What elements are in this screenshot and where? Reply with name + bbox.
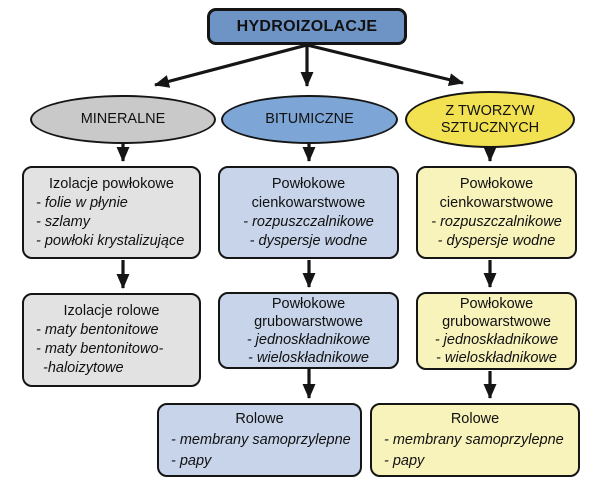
box-item: - rozpuszczalnikowe (243, 213, 374, 230)
box-title: Izolacje powłokowe (49, 175, 174, 192)
box-item: - dyspersje wodne (249, 232, 368, 249)
box-izolacje-powlokowe: Izolacje powłokowe - folie w płynie - sz… (22, 166, 201, 259)
box-item: - folie w płynie (36, 194, 128, 211)
box-item: - papy (384, 452, 425, 469)
root-label: HYDROIZOLACJE (236, 17, 378, 35)
box-title: Rolowe (450, 410, 500, 427)
branch-ellipse-z-tworzyw-sztucznych: Z TWORZYW SZTUCZNYCH (405, 91, 575, 148)
box-tworzywa-cienkowarstwowe: Powłokowe cienkowarstwowe - rozpuszczaln… (416, 166, 577, 259)
box-title: Powłokowe grubowarstwowe (442, 296, 551, 330)
box-title: Izolacje rolowe (63, 303, 160, 319)
box-item: - powłoki krystalizujące (36, 232, 185, 249)
box-item: -haloizytowe (43, 360, 124, 376)
box-item: - szlamy (36, 213, 90, 230)
box-item: - rozpuszczalnikowe (431, 213, 562, 230)
branch-ellipse-mineralne: MINERALNE (30, 95, 216, 144)
branch-label: Z TWORZYW SZTUCZNYCH (440, 102, 540, 136)
box-bitumiczne-rolowe: Rolowe - membrany samoprzylepne - papy (157, 403, 362, 477)
branch-ellipse-bitumiczne: BITUMICZNE (221, 95, 398, 144)
box-item: - membrany samoprzylepne (171, 431, 351, 448)
box-item: - jednoskładnikowe (246, 331, 371, 348)
box-item: - wieloskładnikowe (436, 350, 557, 366)
box-item: - jednoskładnikowe (434, 332, 559, 348)
branch-label: MINERALNE (80, 111, 166, 127)
box-item: - dyspersje wodne (437, 232, 556, 249)
box-item: - membrany samoprzylepne (384, 431, 564, 448)
box-item: - papy (171, 452, 212, 469)
root-node-hydroizolacje: HYDROIZOLACJE (207, 8, 407, 45)
box-title: Powłokowe grubowarstwowe (254, 295, 363, 330)
box-tworzywa-grubowarstwowe: Powłokowe grubowarstwowe - jednoskładnik… (416, 292, 577, 370)
box-item: - wieloskładnikowe (248, 349, 369, 366)
box-item: - maty bentonitowo- (36, 341, 164, 357)
box-izolacje-rolowe: Izolacje rolowe - maty bentonitowe - mat… (22, 293, 201, 387)
branch-label: BITUMICZNE (265, 111, 354, 127)
box-tworzywa-rolowe: Rolowe - membrany samoprzylepne - papy (370, 403, 580, 477)
box-bitumiczne-grubowarstwowe: Powłokowe grubowarstwowe - jednoskładnik… (218, 292, 399, 369)
box-title: Powłokowe cienkowarstwowe (251, 175, 366, 211)
box-title: Powłokowe cienkowarstwowe (439, 175, 554, 211)
box-title: Rolowe (235, 410, 284, 427)
box-bitumiczne-cienkowarstwowe: Powłokowe cienkowarstwowe - rozpuszczaln… (218, 166, 399, 259)
box-item: - maty bentonitowe (36, 322, 159, 338)
